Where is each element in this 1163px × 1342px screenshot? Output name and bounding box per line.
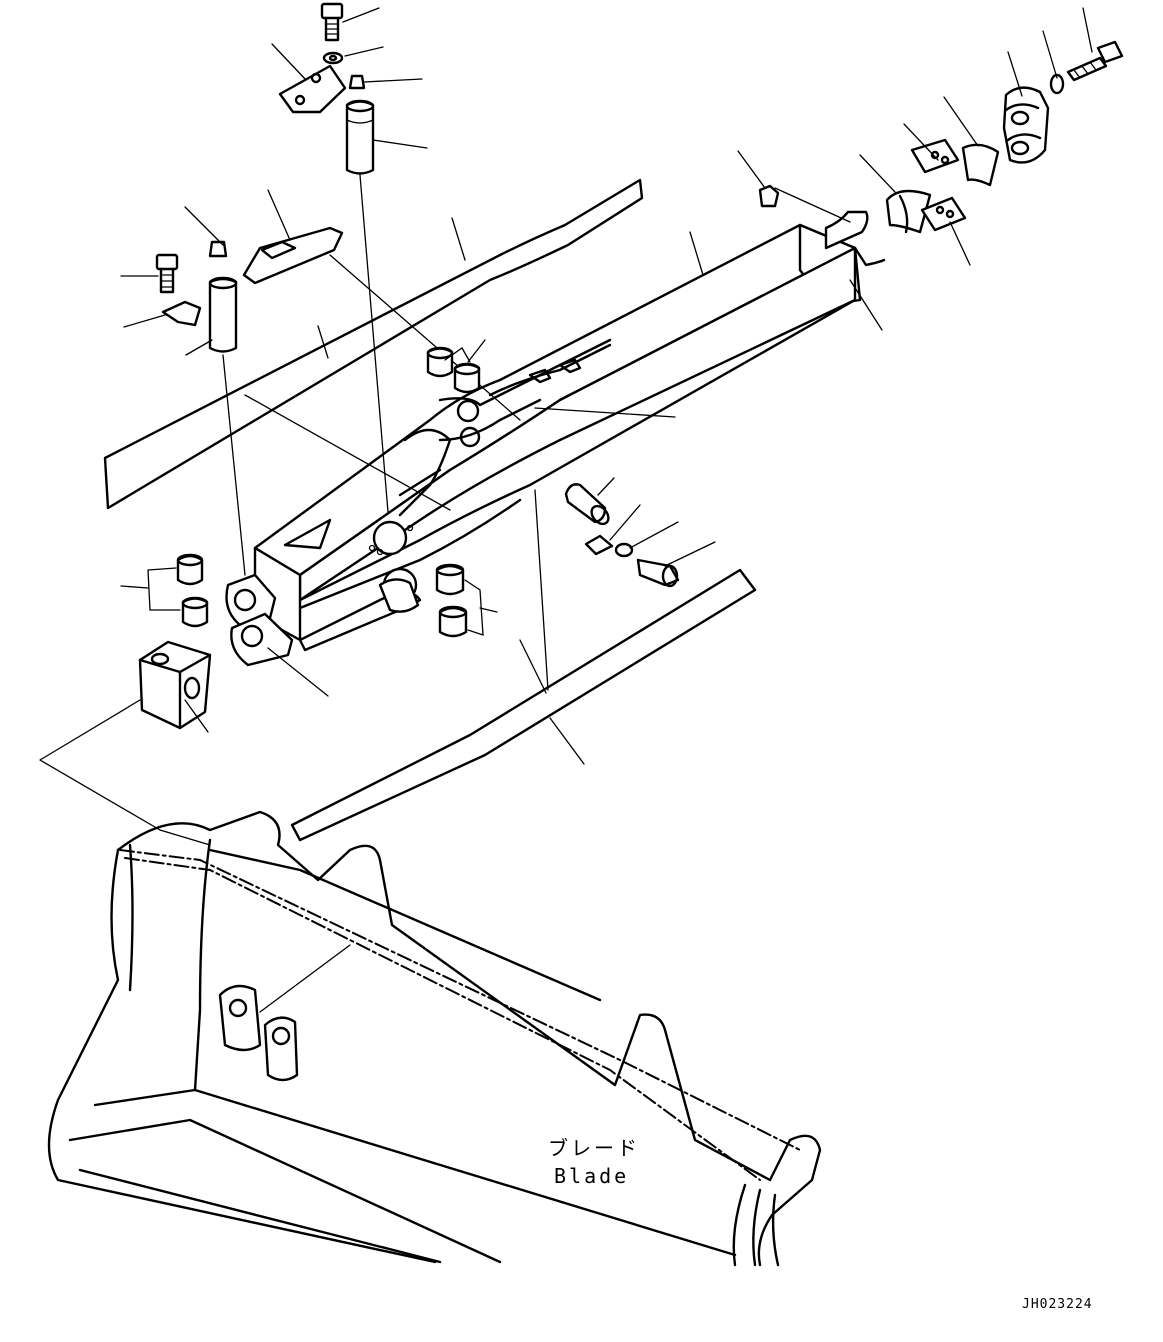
washer-right <box>614 542 634 558</box>
bolt-right <box>636 558 680 588</box>
plate-guard <box>242 226 521 421</box>
blade-label-en: Blade <box>554 1164 629 1188</box>
cap-shell-2 <box>961 143 1000 187</box>
pin-right <box>564 483 610 526</box>
wear-plate-lower <box>290 568 757 842</box>
washer-front <box>1049 73 1065 95</box>
drawing-code: JH023224 <box>1022 1297 1093 1312</box>
cap <box>1002 86 1050 164</box>
bolt-front <box>1066 40 1124 82</box>
cap-shell-1 <box>885 189 932 234</box>
bushings-mid <box>426 346 481 394</box>
lock-plate-top <box>278 64 347 114</box>
rear-bosses <box>225 573 420 667</box>
bushings-rear-left <box>147 553 209 628</box>
grease-fitting-front <box>758 184 851 223</box>
bolt-left <box>155 253 179 294</box>
pin-left <box>208 276 246 576</box>
blade-outline <box>47 810 822 1267</box>
bolt-top <box>320 2 344 42</box>
grease-fitting-left <box>208 240 228 258</box>
lock-plate-right <box>584 534 614 556</box>
bushings-rear-right <box>435 563 484 638</box>
blade-label-jp: ブレード <box>548 1136 640 1160</box>
block <box>138 640 212 730</box>
lock-plate-left <box>161 300 202 327</box>
washer-top <box>322 51 344 65</box>
pin-top <box>345 99 389 513</box>
blade-label: ブレード Blade <box>548 1136 640 1188</box>
arm-frame <box>253 210 886 652</box>
alignment-lines <box>39 394 549 846</box>
grease-fitting-top <box>348 74 366 90</box>
leader-lines <box>120 7 1093 765</box>
